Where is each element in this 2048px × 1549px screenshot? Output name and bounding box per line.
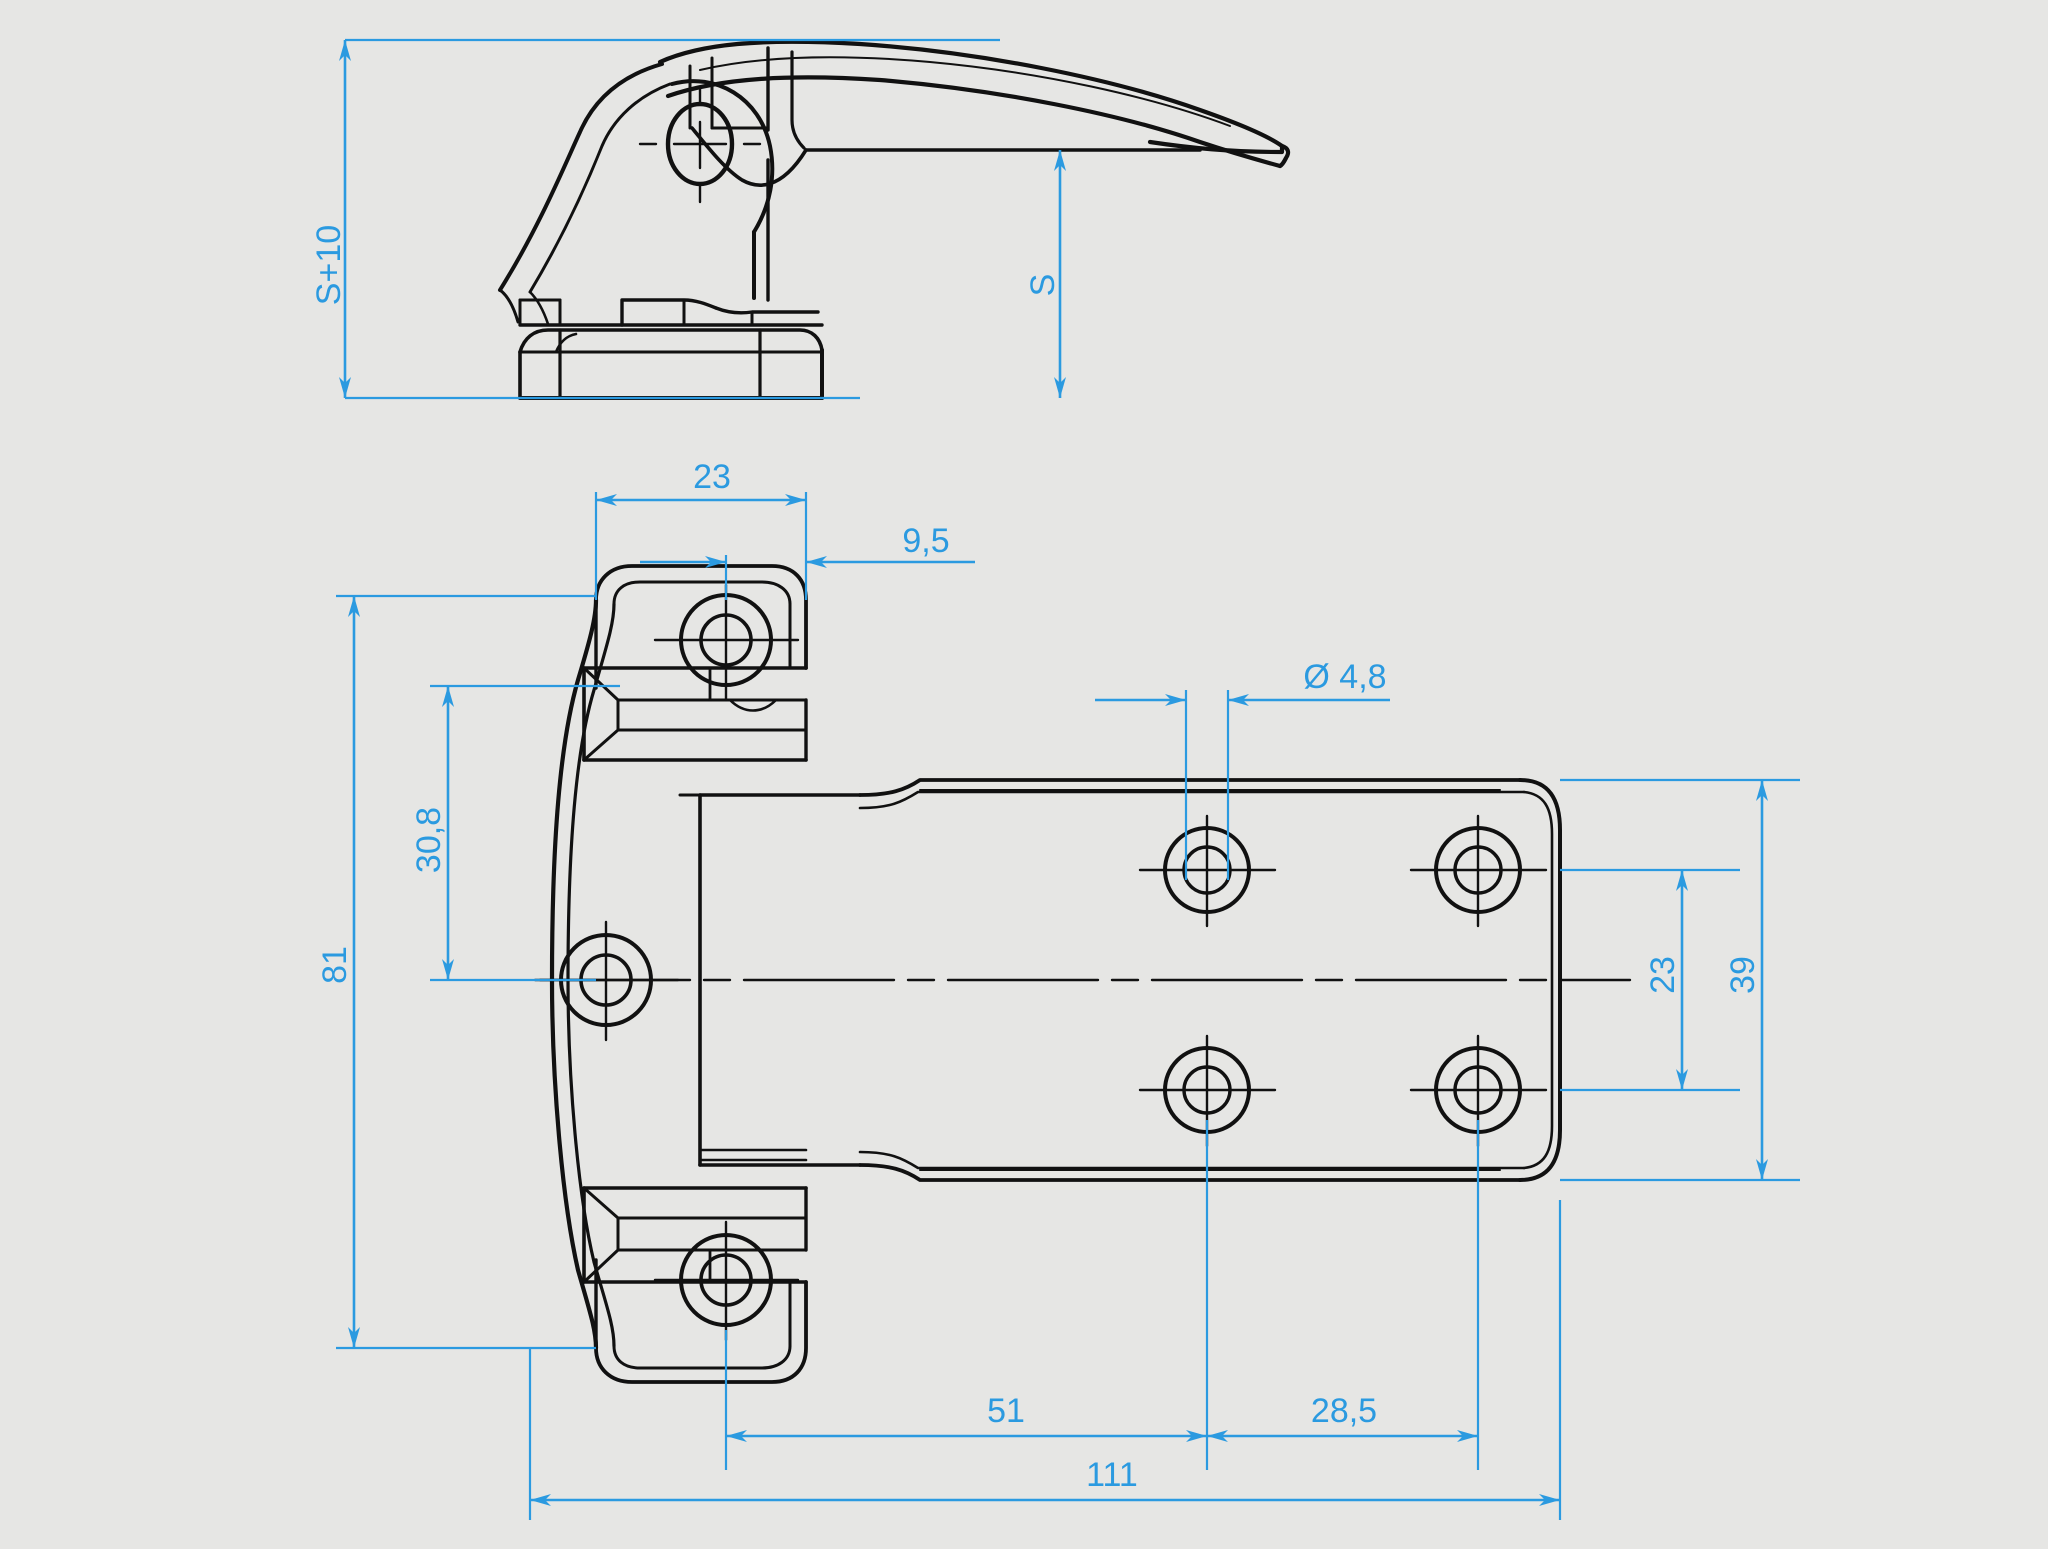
neck-curve-inner bbox=[690, 126, 808, 187]
leaf-upper-taper bbox=[858, 778, 1522, 797]
leaf-lower-taper bbox=[858, 1163, 1522, 1182]
upper-knuckle-bevel-bottom bbox=[582, 728, 620, 762]
dim-label-23-top: 23 bbox=[693, 458, 731, 496]
post-outer-left-inner bbox=[528, 82, 672, 294]
dim-label-111: 111 bbox=[1086, 1456, 1138, 1494]
lower-lug-outline bbox=[594, 1280, 808, 1384]
post-to-base-blend bbox=[498, 288, 520, 324]
dim-label-30p8: 30,8 bbox=[410, 807, 448, 873]
dim-label-right-39: 39 bbox=[1724, 956, 1762, 994]
hub-fillet bbox=[790, 50, 806, 150]
upper-knuckle-bevel-top bbox=[582, 666, 620, 702]
lever-arm-lower-edge bbox=[665, 75, 1283, 169]
upper-pivot-centre-mark bbox=[653, 583, 800, 702]
side-elevation-dimensions bbox=[339, 38, 1066, 400]
dim-label-28p5: 28,5 bbox=[1311, 1392, 1377, 1430]
upper-knuckle-saddle bbox=[728, 698, 778, 712]
post-outer-left bbox=[498, 62, 664, 292]
dim-label-right-23: 23 bbox=[1644, 956, 1682, 994]
lower-lug-inner bbox=[612, 1344, 792, 1370]
dim-label-81: 81 bbox=[316, 946, 354, 984]
pivot-centre-mark bbox=[638, 86, 762, 204]
lever-arm-outline bbox=[657, 39, 1285, 155]
base-top-profile bbox=[518, 328, 824, 354]
lower-knuckle-bevel-top bbox=[582, 1186, 620, 1220]
dim-label-9p5: 9,5 bbox=[902, 522, 949, 560]
upper-lug-inner bbox=[612, 580, 792, 606]
dim-label-51: 51 bbox=[987, 1392, 1025, 1430]
dim-label-dia-4p8: Ø 4,8 bbox=[1303, 658, 1386, 696]
lever-arm-tip bbox=[1277, 143, 1291, 169]
plan-view-dimensions bbox=[336, 492, 1800, 1520]
leaf-right-end-inner bbox=[1522, 790, 1554, 1170]
leaf-lower-inner bbox=[858, 1150, 1526, 1170]
side-elevation-view bbox=[498, 39, 1291, 400]
post-to-base-blend2 bbox=[528, 290, 550, 326]
lower-knuckle-bevel-bottom bbox=[582, 1248, 620, 1284]
lower-pivot-centre-mark bbox=[653, 1220, 800, 1342]
dim-label-s-plus-10: S+10 bbox=[310, 225, 348, 305]
leaf-upper-inner bbox=[858, 790, 1526, 810]
dim-label-s: S bbox=[1024, 274, 1062, 297]
upper-lug-outline bbox=[594, 564, 808, 670]
base-corner-fillet bbox=[554, 332, 578, 354]
